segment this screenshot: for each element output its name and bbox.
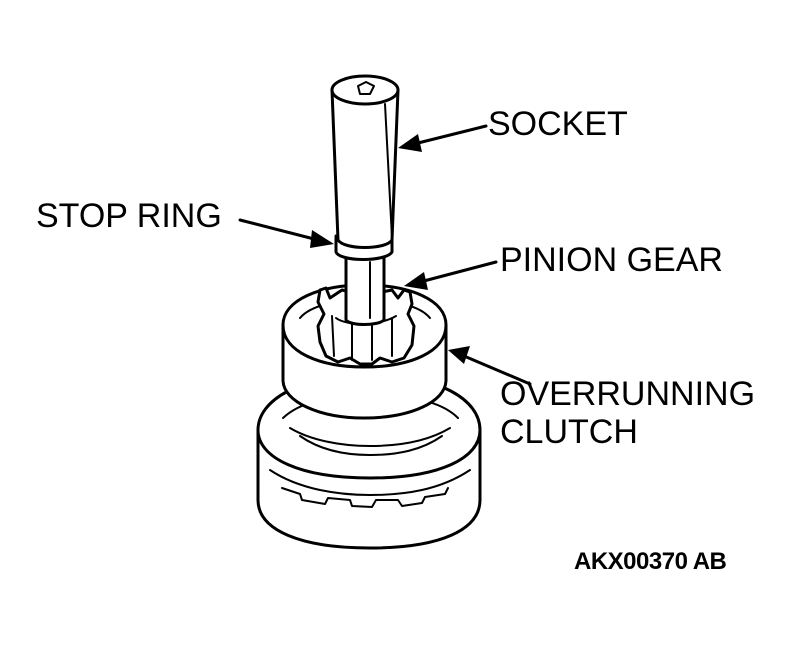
label-pinion-gear: PINION GEAR: [500, 241, 723, 279]
pinion-gear-leader: [404, 260, 498, 290]
label-socket: SOCKET: [488, 105, 628, 143]
socket-leader: [398, 124, 488, 152]
figure-code: AKX00370 AB: [574, 548, 727, 575]
label-stop-ring: STOP RING: [36, 197, 222, 235]
label-clutch: CLUTCH: [500, 413, 638, 451]
pinion-gear: [316, 286, 416, 366]
overrunning-clutch-base: [256, 373, 482, 550]
overrunning-clutch-leader: [448, 346, 532, 386]
stop-ring-leader: [238, 218, 334, 248]
socket-tool: [330, 74, 400, 249]
label-overrunning: OVERRUNNING: [500, 375, 756, 413]
shaft: [344, 254, 386, 326]
